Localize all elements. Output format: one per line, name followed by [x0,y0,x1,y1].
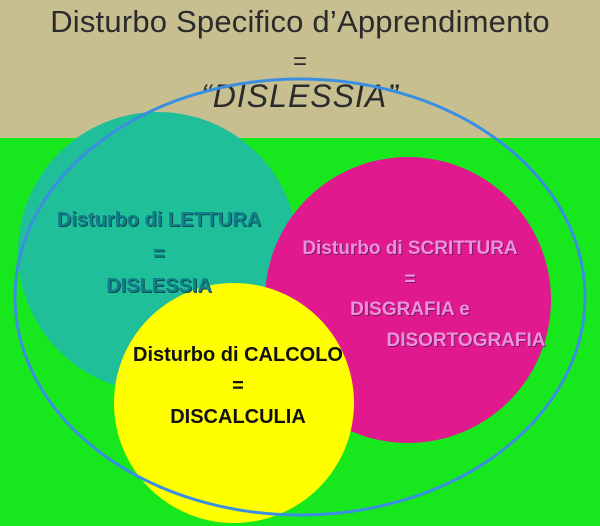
reading-equals: = [153,243,165,265]
writing-label: Disturbo di SCRITTURA [302,238,518,259]
reading-term: DISLESSIA [106,275,212,297]
header-banner: Disturbo Specifico d’Apprendimento = “DI… [0,0,600,138]
outer-set-ellipse [13,77,587,517]
calc-term: DISCALCULIA [170,406,306,428]
writing-term-2: DISORTOGRAFIA [386,330,546,351]
calc-equals: = [232,375,244,397]
page-title: Disturbo Specifico d’Apprendimento [50,4,550,39]
calculation-circle [114,283,354,523]
title-equals: = [292,48,307,75]
writing-term-1: DISGRAFIA e [350,299,470,320]
writing-equals: = [404,269,416,290]
reading-label: Disturbo di LETTURA [56,209,262,231]
calc-label: Disturbo di CALCOLO [133,344,343,366]
